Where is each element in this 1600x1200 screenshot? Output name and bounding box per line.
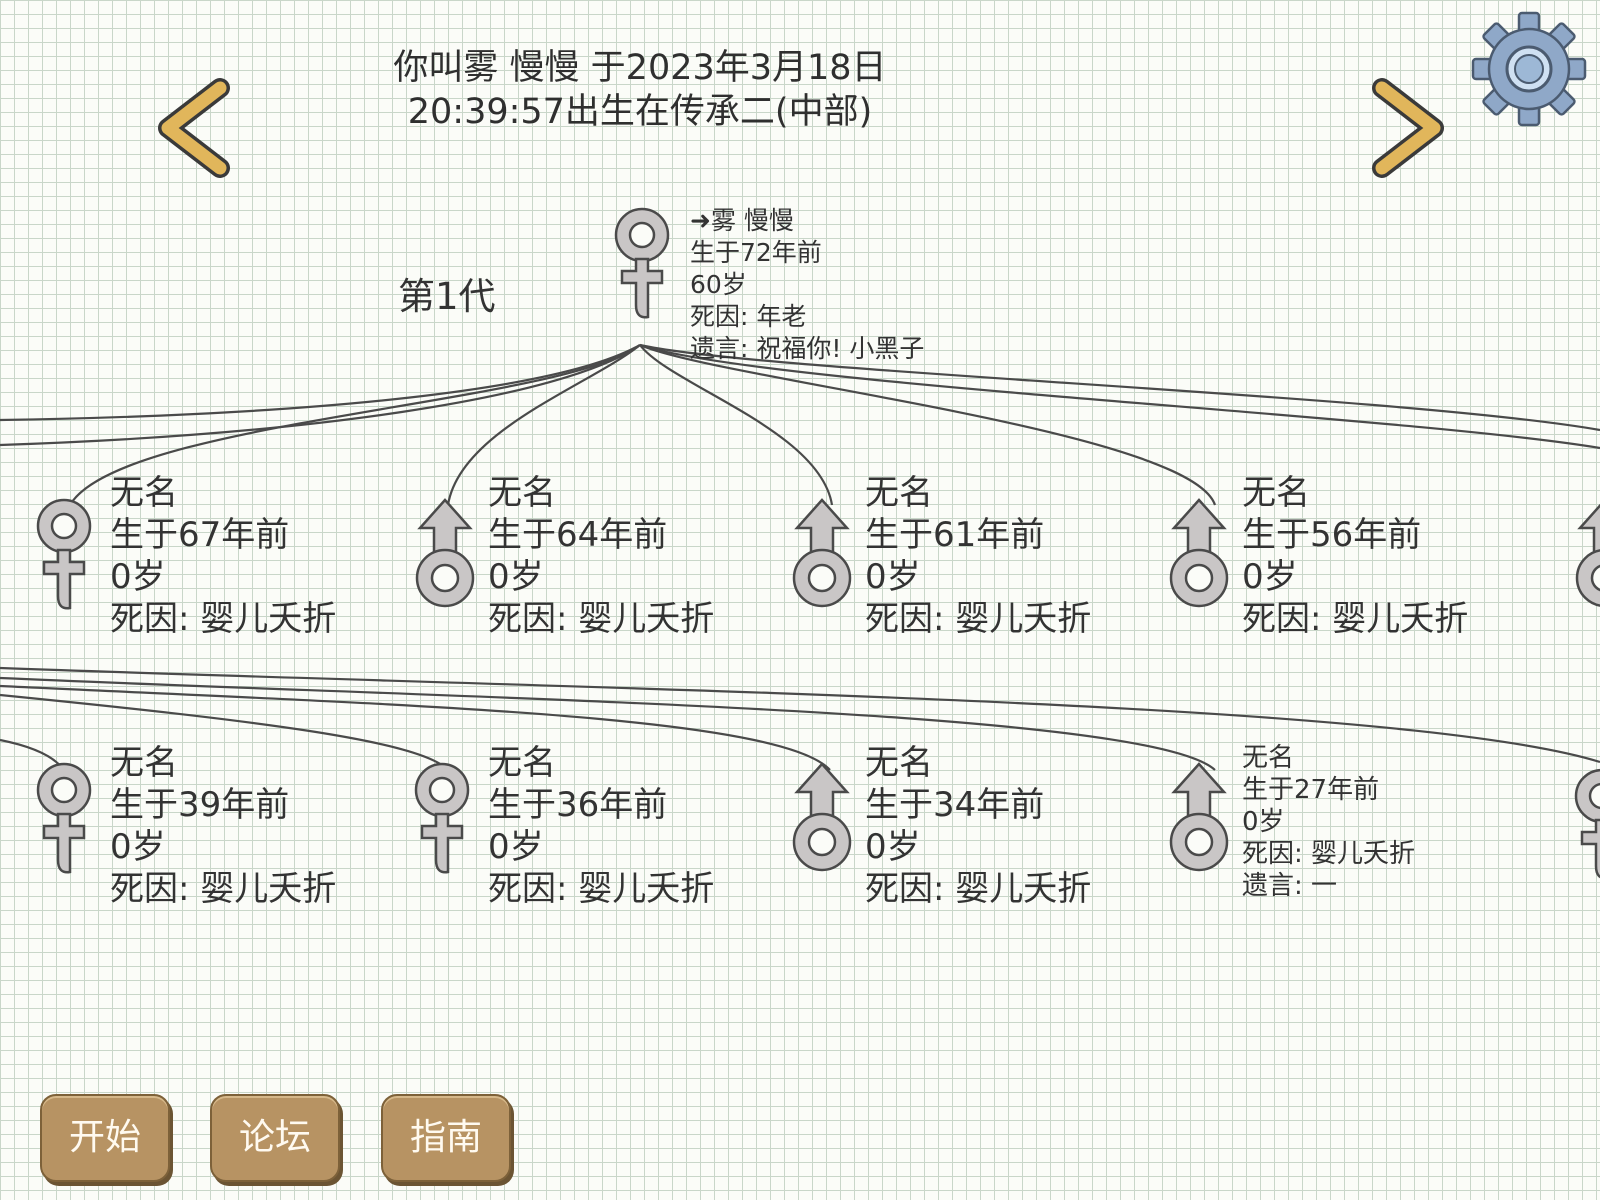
- female-symbol-icon: [36, 762, 92, 874]
- forum-button[interactable]: 论坛: [210, 1094, 340, 1182]
- child-node[interactable]: 无名 生于34年前 0岁 死因: 婴儿夭折: [787, 742, 1167, 909]
- person-death-cause: 死因: 婴儿夭折: [865, 869, 1092, 909]
- male-symbol-icon: [792, 498, 852, 608]
- person-age: 0岁: [488, 557, 544, 597]
- person-name: 无名: [488, 743, 556, 783]
- male-symbol-icon: [415, 498, 475, 608]
- guide-button[interactable]: 指南: [381, 1094, 511, 1182]
- root-person-info: ➜雾 慢慢 生于72年前 60岁 死因: 年老 遗言: 祝福你! 小黑子: [690, 205, 924, 365]
- person-born: 生于61年前: [865, 515, 1045, 555]
- previous-generation-button[interactable]: [150, 76, 240, 186]
- start-button[interactable]: 开始: [40, 1094, 170, 1182]
- person-born: 生于34年前: [865, 785, 1045, 825]
- person-name: 无名: [110, 473, 178, 513]
- person-age: 0岁: [1242, 807, 1285, 837]
- person-death-cause: 死因: 婴儿夭折: [110, 599, 337, 639]
- person-name: ➜雾 慢慢: [690, 206, 794, 235]
- person-born: 生于27年前: [1242, 775, 1380, 805]
- person-age: 0岁: [110, 557, 166, 597]
- male-symbol-icon: [1169, 762, 1229, 872]
- male-symbol-icon[interactable]: [1570, 496, 1600, 616]
- child-node[interactable]: 无名 生于36年前 0岁 死因: 婴儿夭折: [410, 742, 790, 909]
- child-node[interactable]: 无名 生于27年前 0岁 死因: 婴儿夭折 遗言: 一: [1164, 742, 1544, 902]
- person-death-cause: 死因: 婴儿夭折: [1242, 839, 1416, 869]
- child-info: 无名 生于61年前 0岁 死因: 婴儿夭折: [865, 472, 1091, 640]
- birth-info-line2: 20:39:57出生在传承二(中部): [407, 92, 873, 132]
- person-death-cause: 死因: 婴儿夭折: [110, 869, 337, 909]
- person-age: 0岁: [865, 827, 921, 867]
- person-name: 无名: [1242, 473, 1310, 513]
- male-symbol-icon: [1169, 498, 1229, 608]
- person-death-cause: 死因: 婴儿夭折: [488, 869, 715, 909]
- person-born: 生于72年前: [690, 238, 822, 267]
- person-last-words: 遗言: 祝福你! 小黑子: [690, 334, 925, 363]
- child-info: 无名 生于36年前 0岁 死因: 婴儿夭折: [488, 742, 714, 910]
- person-born: 生于67年前: [110, 515, 290, 555]
- next-generation-button[interactable]: [1362, 76, 1452, 186]
- person-age: 0岁: [865, 557, 921, 597]
- child-node[interactable]: 无名 生于64年前 0岁 死因: 婴儿夭折: [410, 472, 790, 639]
- female-symbol-icon: [414, 762, 470, 874]
- person-name: 无名: [865, 473, 933, 513]
- female-symbol-icon[interactable]: [1570, 766, 1600, 886]
- birth-info-title: 你叫雾 慢慢 于2023年3月18日 20:39:57出生在传承二(中部): [360, 46, 920, 134]
- child-info: 无名 生于67年前 0岁 死因: 婴儿夭折: [110, 472, 336, 640]
- person-age: 60岁: [690, 270, 747, 299]
- person-age: 0岁: [488, 827, 544, 867]
- person-last-words: 遗言: 一: [1242, 871, 1338, 901]
- person-name: 无名: [865, 743, 933, 783]
- person-born: 生于39年前: [110, 785, 290, 825]
- female-symbol-icon: [614, 207, 670, 319]
- person-born: 生于36年前: [488, 785, 668, 825]
- person-death-cause: 死因: 年老: [690, 302, 807, 331]
- person-name: 无名: [488, 473, 556, 513]
- male-symbol-icon: [792, 762, 852, 872]
- child-info: 无名 生于39年前 0岁 死因: 婴儿夭折: [110, 742, 336, 910]
- person-death-cause: 死因: 婴儿夭折: [865, 599, 1092, 639]
- birth-info-line1: 你叫雾 慢慢 于2023年3月18日: [393, 48, 887, 88]
- person-death-cause: 死因: 婴儿夭折: [488, 599, 715, 639]
- person-age: 0岁: [110, 827, 166, 867]
- child-node[interactable]: 无名 生于56年前 0岁 死因: 婴儿夭折: [1164, 472, 1544, 639]
- person-born: 生于56年前: [1242, 515, 1422, 555]
- person-name: 无名: [110, 743, 178, 783]
- child-info: 无名 生于34年前 0岁 死因: 婴儿夭折: [865, 742, 1091, 910]
- generation-label: 第1代: [398, 275, 496, 318]
- female-symbol-icon: [36, 498, 92, 610]
- person-age: 0岁: [1242, 557, 1298, 597]
- child-info: 无名 生于27年前 0岁 死因: 婴儿夭折 遗言: 一: [1242, 742, 1415, 902]
- root-person-node[interactable]: ➜雾 慢慢 生于72年前 60岁 死因: 年老 遗言: 祝福你! 小黑子: [610, 205, 990, 365]
- child-info: 无名 生于56年前 0岁 死因: 婴儿夭折: [1242, 472, 1468, 640]
- child-node[interactable]: 无名 生于67年前 0岁 死因: 婴儿夭折: [32, 472, 412, 639]
- child-node[interactable]: 无名 生于61年前 0岁 死因: 婴儿夭折: [787, 472, 1167, 639]
- person-name: 无名: [1242, 743, 1295, 773]
- child-info: 无名 生于64年前 0岁 死因: 婴儿夭折: [488, 472, 714, 640]
- person-death-cause: 死因: 婴儿夭折: [1242, 599, 1469, 639]
- child-node[interactable]: 无名 生于39年前 0岁 死因: 婴儿夭折: [32, 742, 412, 909]
- settings-gear-icon[interactable]: [1470, 10, 1588, 128]
- person-born: 生于64年前: [488, 515, 668, 555]
